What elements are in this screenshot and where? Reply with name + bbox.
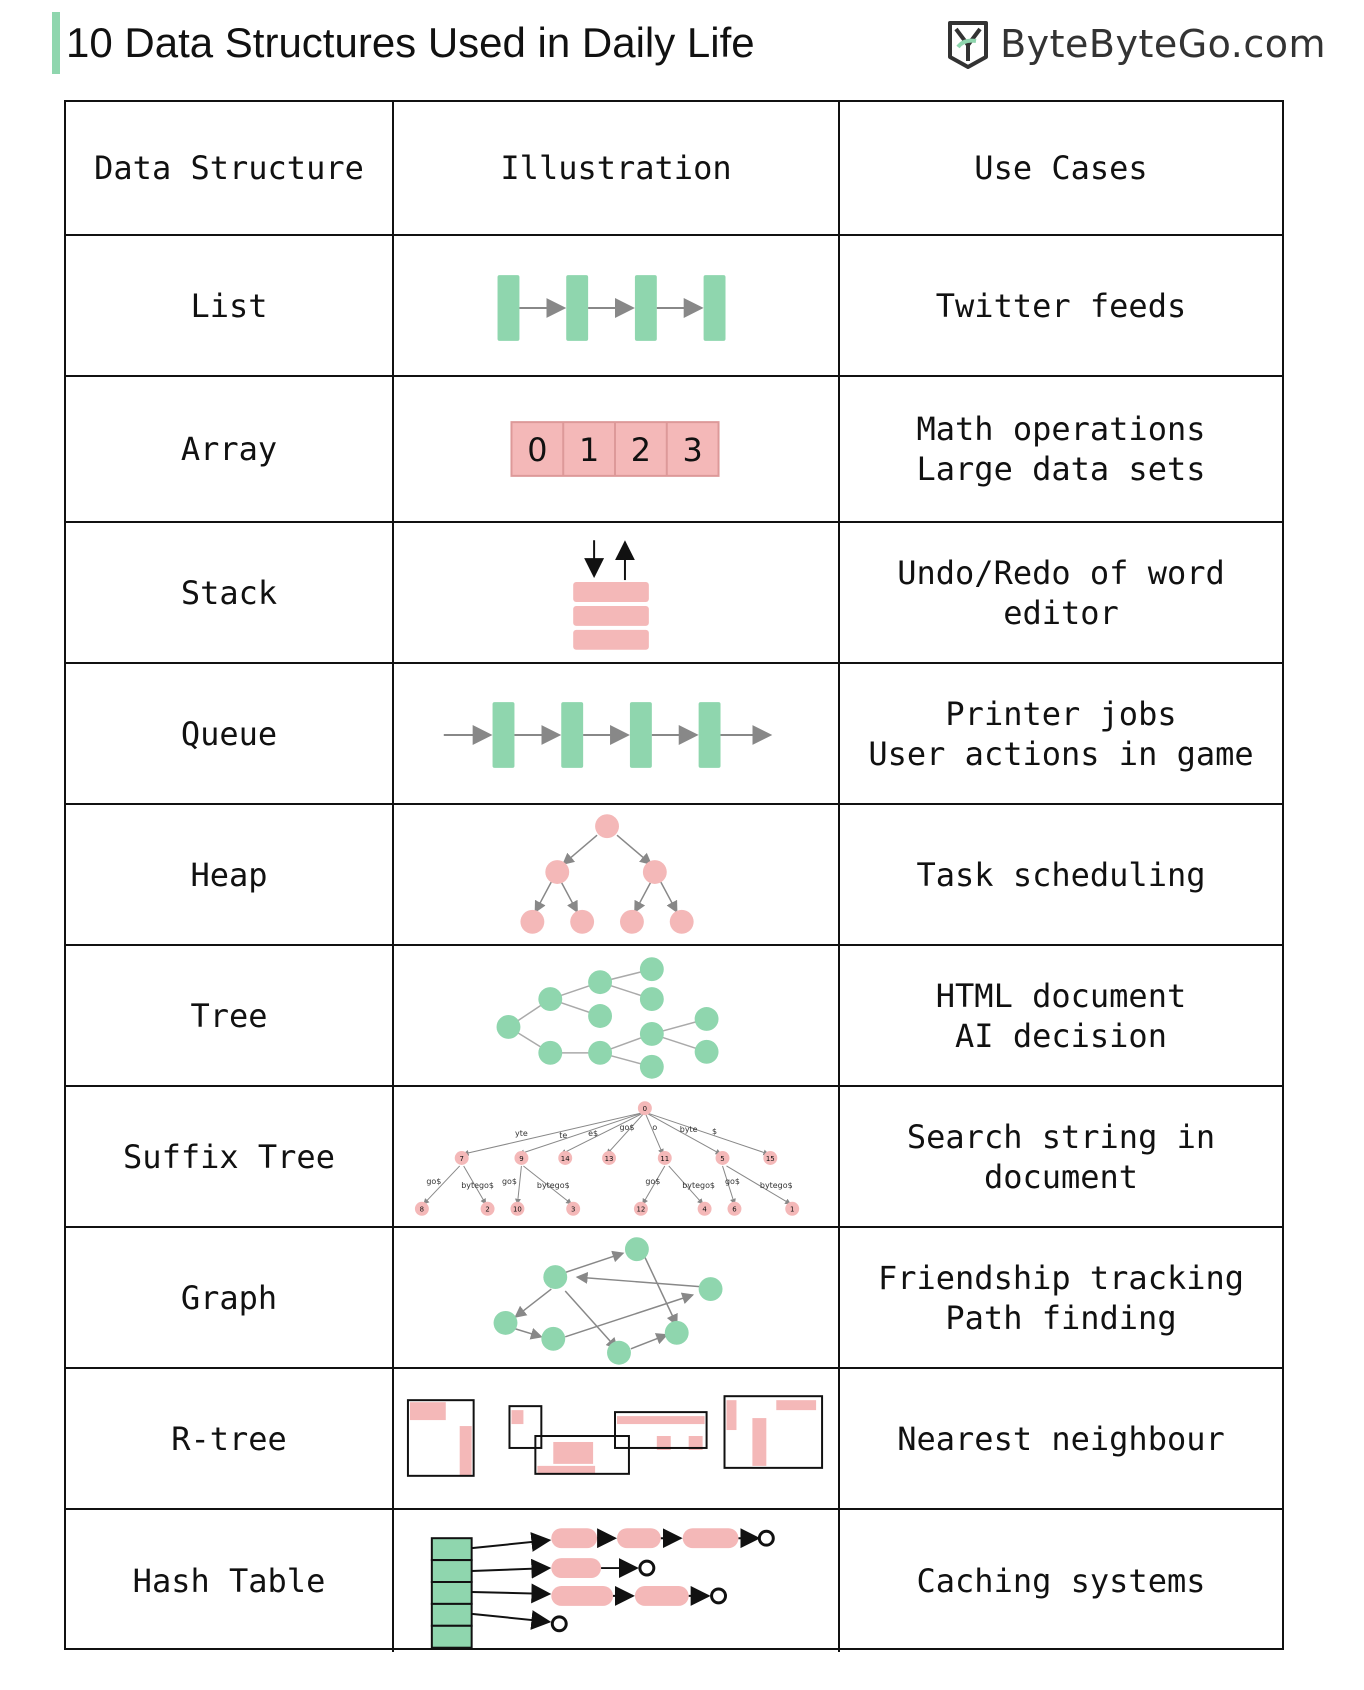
structure-name: List	[66, 236, 394, 375]
suffix-node: 15	[766, 1155, 775, 1163]
illustration-hash-table	[394, 1510, 840, 1652]
array-cell: 2	[631, 431, 651, 469]
table-row-heap: Heap Task schedulin	[66, 805, 1282, 946]
illustration-suffix-tree: yte te e$ go$ o byte $ go$ bytego$ go$ b…	[394, 1087, 840, 1226]
edge-label: bytego$	[682, 1181, 715, 1190]
suffix-node: 14	[561, 1155, 570, 1163]
array-cell: 3	[683, 431, 703, 469]
brand: ByteByteGo.com	[946, 14, 1326, 74]
table-header-row: Data Structure Illustration Use Cases	[66, 102, 1282, 236]
array-diagram: 0 1 2 3	[510, 421, 720, 477]
use-cases: HTML document AI decision	[935, 976, 1187, 1055]
suffix-node: 4	[702, 1206, 707, 1214]
queue-diagram	[443, 702, 773, 768]
suffix-node: 2	[485, 1206, 489, 1214]
edge-label: byte	[680, 1125, 698, 1134]
edge-label: te	[559, 1131, 567, 1140]
edge-label: go$	[502, 1177, 517, 1186]
table-row-list: List Twitter feeds	[66, 236, 1282, 377]
edge-label: go$	[725, 1177, 740, 1186]
data-structures-table: Data Structure Illustration Use Cases Li…	[64, 100, 1284, 1652]
table-row-stack: Stack Undo/Redo of word editor	[66, 523, 1282, 664]
suffix-node: 6	[732, 1206, 736, 1214]
hash-table-diagram	[430, 1528, 775, 1649]
structure-name: Array	[66, 377, 394, 521]
bytebytego-logo-icon	[948, 21, 989, 69]
structure-name: Heap	[66, 805, 394, 944]
suffix-node: 10	[513, 1206, 522, 1214]
illustration-list	[394, 236, 840, 375]
array-cell: 0	[527, 431, 547, 469]
edge-label: o	[652, 1123, 657, 1132]
edge-label: bytego$	[760, 1181, 793, 1190]
edge-label: yte	[515, 1129, 528, 1138]
suffix-node: 8	[420, 1206, 424, 1214]
suffix-node: 13	[605, 1155, 614, 1163]
illustration-tree	[394, 946, 840, 1085]
use-cases: Nearest neighbour	[897, 1419, 1225, 1458]
use-cases: Undo/Redo of word editor	[897, 553, 1225, 632]
table-row-tree: Tree	[66, 946, 1282, 1087]
suffix-node: 5	[720, 1155, 724, 1163]
suffix-node: 3	[571, 1206, 575, 1214]
use-cases: Search string in document	[906, 1117, 1216, 1196]
illustration-array: 0 1 2 3	[394, 377, 840, 521]
illustration-queue	[394, 664, 840, 803]
tree-diagram	[496, 957, 719, 1079]
structure-name: Hash Table	[66, 1510, 394, 1652]
table-row-suffix-tree: Suffix Tree	[66, 1087, 1282, 1228]
illustration-r-tree	[394, 1369, 840, 1508]
stack-diagram	[573, 540, 649, 650]
edge-label: $	[712, 1127, 717, 1136]
list-diagram	[497, 275, 726, 341]
suffix-node: 7	[459, 1155, 463, 1163]
illustration-stack	[394, 523, 840, 662]
structure-name: Graph	[66, 1228, 394, 1367]
use-cases: Friendship tracking Path finding	[877, 1258, 1245, 1337]
suffix-node: 9	[519, 1155, 523, 1163]
illustration-heap	[394, 805, 840, 944]
suffix-node: 12	[636, 1206, 645, 1214]
use-cases: Twitter feeds	[935, 286, 1187, 325]
title-accent-bar	[52, 12, 60, 74]
structure-name: Stack	[66, 523, 394, 662]
edge-label: e$	[588, 1129, 598, 1138]
use-cases: Task scheduling	[916, 855, 1206, 894]
column-header-illustration: Illustration	[394, 102, 840, 234]
array-cell: 1	[579, 431, 599, 469]
structure-name: Queue	[66, 664, 394, 803]
brand-name: ByteByteGo.com	[1000, 22, 1326, 66]
edge-label: go$	[426, 1177, 441, 1186]
use-cases: Printer jobs User actions in game	[868, 694, 1254, 773]
illustration-graph	[394, 1228, 840, 1367]
page-title: 10 Data Structures Used in Daily Life	[66, 19, 755, 66]
table-row-array: Array 0 1 2 3 Math operations Large data…	[66, 377, 1282, 523]
suffix-tree-diagram: yte te e$ go$ o byte $ go$ bytego$ go$ b…	[414, 1101, 800, 1216]
graph-diagram	[493, 1237, 723, 1365]
heap-diagram	[520, 814, 694, 934]
r-tree-diagram	[406, 1395, 824, 1477]
column-header-use-cases: Use Cases	[974, 149, 1148, 187]
structure-name: R-tree	[66, 1369, 394, 1508]
suffix-node: 1	[790, 1206, 794, 1214]
structure-name: Suffix Tree	[66, 1087, 394, 1226]
structure-name: Tree	[66, 946, 394, 1085]
table-row-queue: Queue Printer jobs User actions in gam	[66, 664, 1282, 805]
table-row-hash-table: Hash Table	[66, 1510, 1282, 1652]
suffix-node: 11	[660, 1155, 669, 1163]
column-header-data-structure: Data Structure	[66, 102, 394, 234]
use-cases: Caching systems	[916, 1562, 1206, 1600]
table-row-r-tree: R-tree	[66, 1369, 1282, 1510]
edge-label: bytego$	[537, 1181, 570, 1190]
table-row-graph: Graph	[66, 1228, 1282, 1369]
edge-label: bytego$	[461, 1181, 494, 1190]
suffix-node: 0	[643, 1105, 647, 1113]
use-cases: Math operations Large data sets	[916, 410, 1206, 488]
edge-label: go$	[619, 1123, 634, 1132]
edge-label: go$	[645, 1177, 660, 1186]
